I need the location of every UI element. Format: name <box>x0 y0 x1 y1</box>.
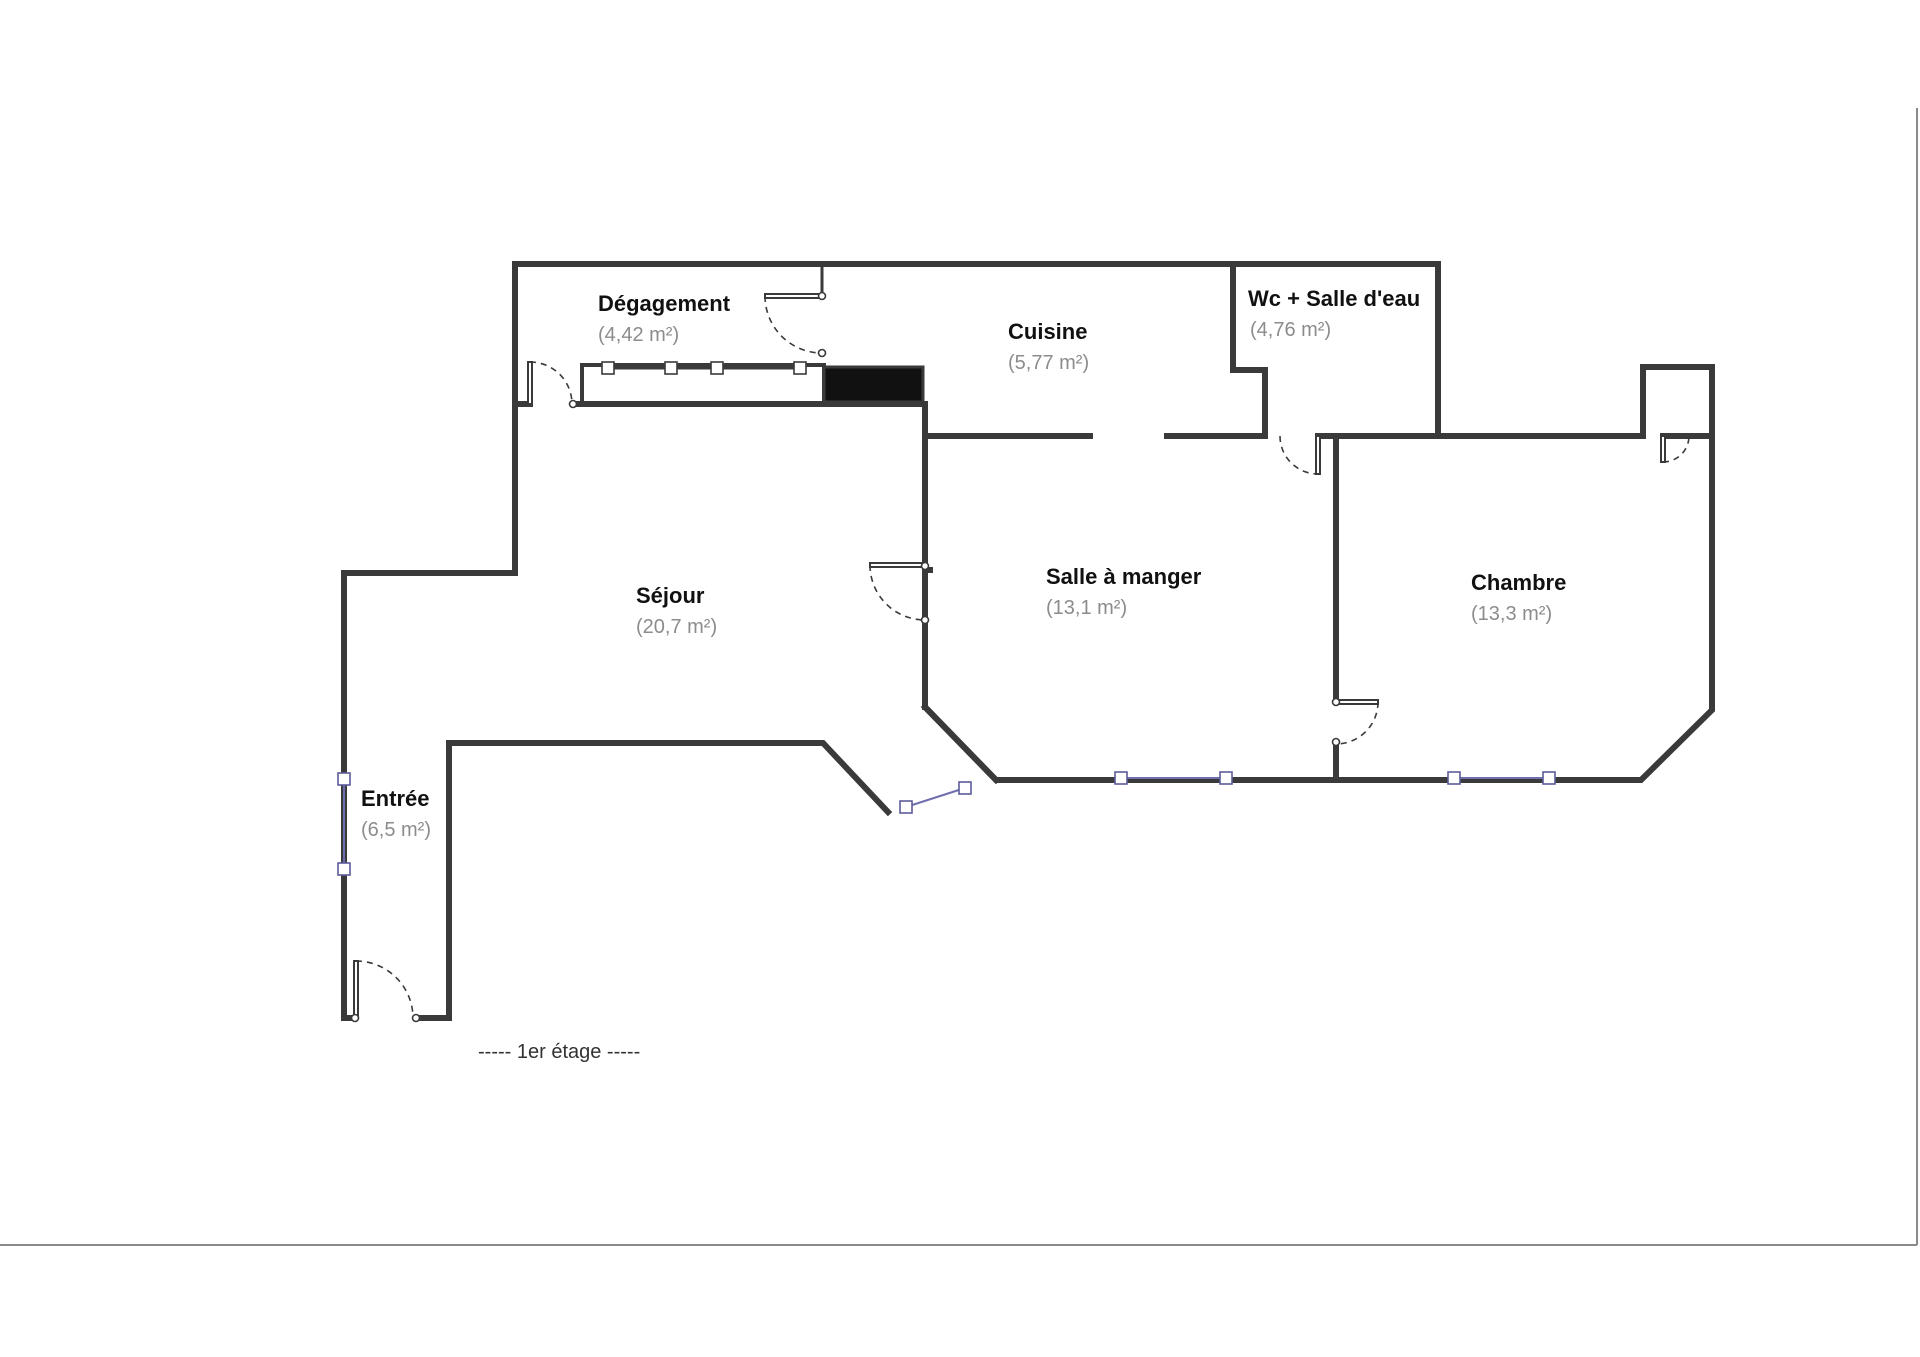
room-name: Entrée <box>361 786 429 811</box>
room-degagement[interactable]: Dégagement (4,42 m²) <box>598 291 731 346</box>
exterior-wall <box>341 261 1715 1021</box>
room-wc[interactable]: Wc + Salle d'eau (4,76 m²) <box>1248 286 1420 341</box>
room-area: (20,7 m²) <box>636 616 717 638</box>
storage-wall <box>580 363 826 405</box>
storage-posts <box>601 361 807 375</box>
window-entree[interactable] <box>337 772 351 876</box>
room-area: (5,77 m²) <box>1008 352 1089 374</box>
chambre-left-wall <box>1317 433 1339 703</box>
room-name: Séjour <box>636 583 705 608</box>
room-name: Dégagement <box>598 291 731 316</box>
wc-wall <box>1230 261 1268 439</box>
room-sejour[interactable]: Séjour (20,7 m²) <box>636 583 717 638</box>
door-degagement[interactable] <box>764 291 827 358</box>
door-sejour-salle[interactable] <box>869 561 930 625</box>
sejour-bay-wall <box>920 702 1001 785</box>
door-entree[interactable] <box>350 960 421 1023</box>
room-chambre[interactable]: Chambre (13,3 m²) <box>1471 570 1566 625</box>
floor-label: ----- 1er étage ----- <box>478 1041 640 1063</box>
window-salle-a-manger[interactable] <box>1114 771 1233 785</box>
room-area: (6,5 m²) <box>361 819 431 841</box>
window-chambre[interactable] <box>1447 771 1556 785</box>
room-area: (4,76 m²) <box>1250 319 1331 341</box>
room-name: Chambre <box>1471 570 1566 595</box>
room-salle-a-manger[interactable]: Salle à manger (13,1 m²) <box>1046 564 1202 619</box>
door-chambre-closet[interactable] <box>1660 435 1690 463</box>
kitchen-counter <box>822 365 925 404</box>
room-name: Wc + Salle d'eau <box>1248 286 1420 311</box>
room-name: Cuisine <box>1008 319 1087 344</box>
room-entree[interactable]: Entrée (6,5 m²) <box>361 786 431 841</box>
door-degagement-left[interactable] <box>527 361 578 409</box>
sejour-lower-wall <box>446 740 893 1021</box>
room-area: (13,1 m²) <box>1046 597 1127 619</box>
room-name: Salle à manger <box>1046 564 1202 589</box>
window-sejour[interactable] <box>899 781 972 814</box>
room-area: (13,3 m²) <box>1471 603 1552 625</box>
door-chambre[interactable] <box>1331 697 1379 747</box>
room-area: (4,42 m²) <box>598 324 679 346</box>
room-cuisine[interactable]: Cuisine (5,77 m²) <box>1008 319 1089 374</box>
door-wc[interactable] <box>1279 435 1321 475</box>
